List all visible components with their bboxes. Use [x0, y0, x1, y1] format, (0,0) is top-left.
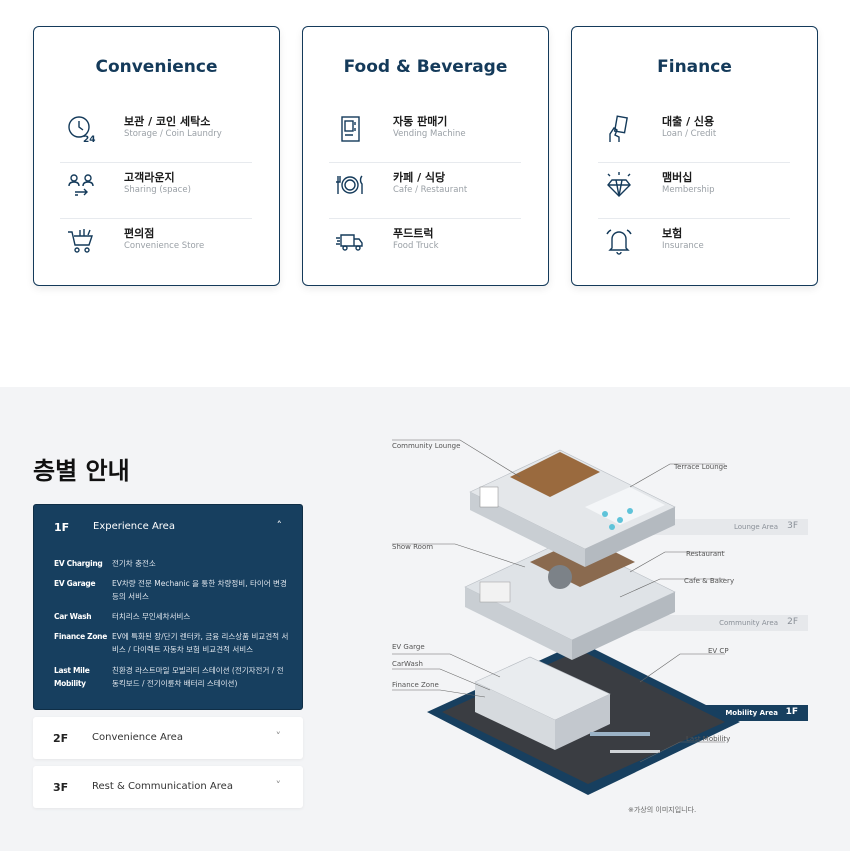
clock-24-icon: 24: [68, 116, 96, 144]
service-item-loan: 대출 / 신용 Loan / Credit: [598, 107, 790, 163]
area-name: Mobility Area: [725, 709, 778, 717]
detail-value: 전기차 충전소: [112, 559, 156, 568]
service-name: 푸드트럭: [393, 227, 434, 240]
service-item-insurance: 보험 Insurance: [598, 219, 790, 275]
area-name: Community Area: [719, 619, 778, 627]
floor-code: 2F: [53, 732, 69, 745]
bell-icon: [606, 229, 632, 255]
service-subtitle: Convenience Store: [124, 241, 205, 251]
service-subtitle: Insurance: [662, 241, 704, 251]
finance-card: Finance 대출 / 신용 Loan / Credit 맴버십 Member…: [571, 26, 818, 286]
service-item-lounge: 고객라운지 Sharing (space): [60, 163, 252, 219]
area-tag-mobility: Mobility Area 1F: [640, 705, 808, 721]
service-subtitle: Vending Machine: [393, 129, 466, 139]
callout-community-lounge: Community Lounge: [392, 442, 461, 450]
detail-value: 터치리스 무인세차서비스: [112, 612, 191, 621]
service-subtitle: Membership: [662, 185, 715, 195]
service-subtitle: Loan / Credit: [662, 129, 717, 139]
callout-last-mobility: Last Mobility: [686, 735, 731, 743]
plate-cutlery-icon: [336, 175, 363, 194]
detail-label: Car Wash: [54, 612, 92, 621]
food-beverage-card: Food & Beverage 자동 판매기 Vending Machine 카…: [302, 26, 549, 286]
food-truck-icon: [336, 234, 363, 251]
detail-label: EV Charging: [54, 559, 103, 568]
service-subtitle: Sharing (space): [124, 185, 191, 195]
area-tag-lounge: Lounge Area 3F: [640, 519, 808, 535]
service-name: 대출 / 신용: [662, 115, 715, 128]
chevron-down-icon[interactable]: ˅: [275, 779, 282, 792]
detail-value: EV에 특화된 장/단기 렌터카, 금융 리스상품 비교견적 서비스 / 다이렉…: [112, 632, 289, 654]
detail-label: Last Mile Mobility: [54, 666, 90, 688]
callout-show-room: Show Room: [392, 543, 434, 551]
vending-machine-icon: [341, 116, 360, 142]
floor-guide-heading: 층별 안내: [33, 457, 130, 485]
floor-name: Experience Area: [93, 521, 175, 532]
detail-value: 친환경 라스트마일 모빌리티 스테이션 (전기자전거 / 전동킥보드 / 전기이…: [112, 666, 284, 688]
callout-ev-cp: EV CP: [708, 647, 729, 655]
accordion-2f[interactable]: 2F Convenience Area ˅: [33, 717, 303, 759]
service-subtitle: Cafe / Restaurant: [393, 185, 468, 195]
area-tag-community: Community Area 2F: [640, 615, 808, 631]
service-subtitle: Storage / Coin Laundry: [124, 129, 222, 139]
detail-label: EV Garage: [54, 579, 96, 588]
chevron-up-icon[interactable]: ˄: [276, 519, 283, 532]
service-item-storage: 24 보관 / 코인 세탁소 Storage / Coin Laundry: [60, 107, 252, 163]
chevron-down-icon[interactable]: ˅: [275, 730, 282, 743]
floor-code: 3F: [53, 781, 69, 794]
accordion-3f[interactable]: 3F Rest & Communication Area ˅: [33, 766, 303, 808]
callout-cafe-bakery: Cafe & Bakery: [684, 577, 735, 585]
callout-finance-zone: Finance Zone: [392, 681, 439, 689]
callout-ev-garage: EV Garge: [392, 643, 425, 651]
callout-car-wash: CarWash: [392, 660, 423, 668]
area-floor: 2F: [787, 617, 798, 627]
service-subtitle: Food Truck: [393, 241, 439, 251]
service-name: 고객라운지: [124, 171, 175, 184]
service-item-cafe: 카페 / 식당 Cafe / Restaurant: [329, 163, 521, 219]
area-floor: 1F: [785, 707, 798, 717]
service-name: 카페 / 식당: [393, 171, 446, 184]
services-section: Convenience 24 보관 / 코인 세탁소 Storage / Coi…: [0, 0, 850, 387]
svg-text:24: 24: [83, 135, 96, 144]
detail-value: EV차량 전문 Mechanic 을 통한 차량정비, 타이어 변경 등의 서비…: [112, 579, 287, 601]
hand-card-icon: [609, 115, 628, 142]
floor-name: Convenience Area: [92, 732, 183, 743]
convenience-card: Convenience 24 보관 / 코인 세탁소 Storage / Coi…: [33, 26, 280, 286]
accordion-1f[interactable]: 1F Experience Area ˄ EV Charging 전기차 충전소…: [33, 504, 303, 710]
service-item-membership: 맴버십 Membership: [598, 163, 790, 219]
card-title: Finance: [657, 57, 732, 77]
detail-label: Finance Zone: [54, 632, 107, 641]
callout-terrace-lounge: Terrace Lounge: [674, 463, 728, 471]
callout-restaurant: Restaurant: [686, 550, 725, 558]
service-item-foodtruck: 푸드트럭 Food Truck: [329, 219, 521, 275]
people-exchange-icon: [68, 174, 94, 196]
shopping-cart-icon: [68, 229, 93, 253]
virtual-image-note: ※가상의 이미지입니다.: [628, 806, 697, 814]
card-title: Convenience: [95, 57, 218, 77]
service-name: 자동 판매기: [393, 115, 448, 128]
area-floor: 3F: [787, 521, 798, 531]
diamond-icon: [607, 172, 631, 197]
service-name: 보험: [662, 227, 683, 240]
service-item-store: 편의점 Convenience Store: [60, 219, 252, 275]
floor-code: 1F: [54, 521, 70, 534]
card-title: Food & Beverage: [343, 57, 508, 77]
area-name: Lounge Area: [733, 523, 778, 531]
floor-name: Rest & Communication Area: [92, 781, 233, 792]
service-item-vending: 자동 판매기 Vending Machine: [329, 107, 521, 163]
service-name: 보관 / 코인 세탁소: [124, 115, 211, 128]
building-illustration: [392, 439, 808, 795]
service-name: 맴버십: [662, 171, 693, 184]
service-name: 편의점: [124, 227, 155, 240]
floor-guide-section: 층별 안내 1F Experience Area ˄ EV Charging 전…: [0, 387, 850, 851]
